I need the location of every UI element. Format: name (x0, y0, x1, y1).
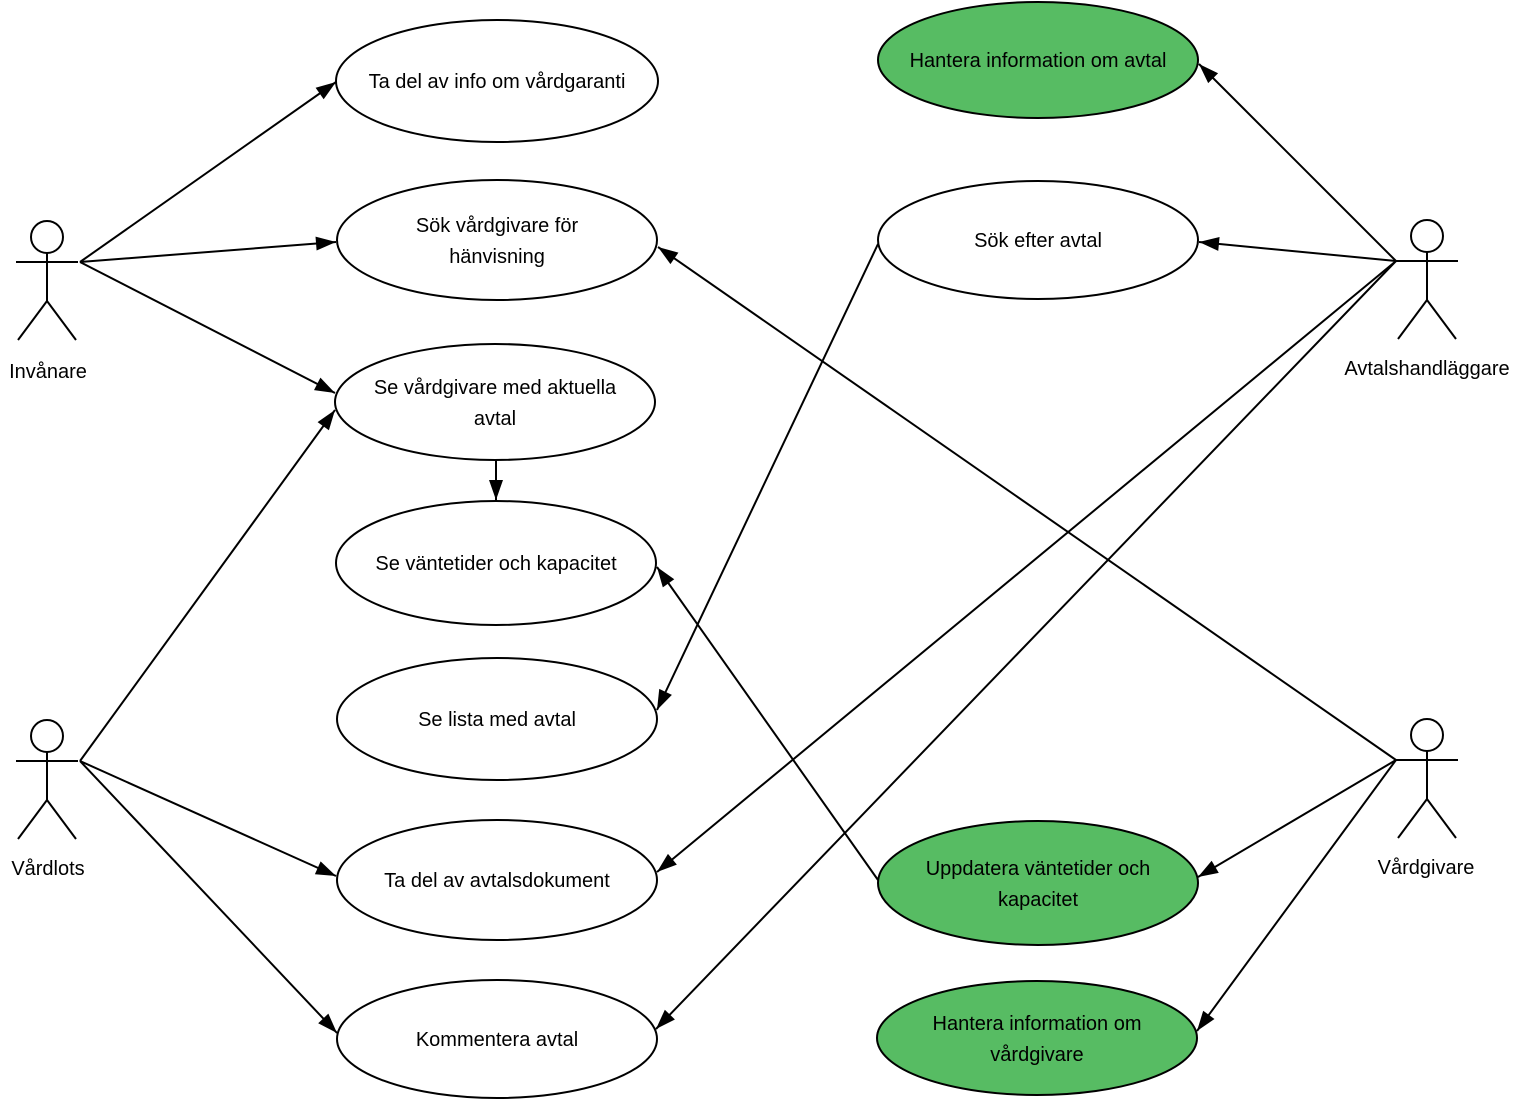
actor-avtalshandlaggare-head (1410, 219, 1444, 253)
uc-vardgaranti-ellipse (335, 19, 659, 143)
uc-sok-avtal: Sök efter avtal (877, 180, 1199, 300)
actor-vardlots-leg-right (46, 799, 77, 840)
actor-avtalshandlaggare-leg-left (1397, 299, 1428, 340)
uc-vantetider-label: Se väntetider och kapacitet (375, 553, 617, 575)
actor-vardgivare-leg-left (1397, 798, 1428, 839)
uc-hantera-vardgivare-label-line2: vårdgivare (990, 1044, 1083, 1066)
uc-se-vardgivare-avtal-label-line1: Se vårdgivare med aktuella (374, 377, 617, 399)
edge-vardlots-se-vardgivare (79, 409, 336, 762)
edge-uppdatera-vantetider (656, 566, 879, 881)
edge-invanare-sok-vardgivare (79, 236, 337, 263)
uc-lista-avtal: Se lista med avtal (336, 657, 658, 781)
actor-vardlots-label: Vårdlots (11, 858, 84, 880)
uc-se-vardgivare-avtal-ellipse (334, 343, 656, 461)
uc-hantera-vardgivare-label-line1: Hantera information om (933, 1013, 1142, 1035)
uc-uppdatera-vantetider-label-line1: Uppdatera väntetider och (926, 858, 1151, 880)
actor-vardgivare: Vårdgivare (1378, 718, 1475, 879)
uc-kommentera-avtal: Kommentera avtal (336, 979, 658, 1099)
uc-hantera-vardgivare-ellipse (876, 980, 1198, 1096)
edge-handlaggare-avtalsdokument (656, 260, 1397, 873)
uc-hantera-avtal: Hantera information om avtal (877, 1, 1199, 119)
edge-vardgivare-sok-vardgivare (657, 246, 1397, 761)
actor-invanare-leg-right (46, 300, 77, 341)
edge-invanare-se-vardgivare (79, 261, 336, 394)
actor-avtalshandlaggare: Avtalshandläggare (1344, 219, 1510, 380)
uc-sok-vardgivare-ellipse (336, 179, 658, 301)
uc-lista-avtal-label: Se lista med avtal (418, 709, 576, 731)
uc-hantera-vardgivare: Hantera information om vårdgivare (876, 980, 1198, 1096)
uc-sok-vardgivare-label-line2: hänvisning (449, 246, 545, 268)
uc-uppdatera-vantetider: Uppdatera väntetider och kapacitet (877, 820, 1199, 946)
edge-vardlots-avtalsdokument (79, 760, 337, 877)
actor-avtalshandlaggare-label: Avtalshandläggare (1344, 358, 1509, 380)
actor-vardlots: Vårdlots (11, 719, 85, 880)
uc-avtalsdokument: Ta del av avtalsdokument (336, 819, 658, 941)
uc-vantetider: Se väntetider och kapacitet (335, 500, 657, 626)
uc-uppdatera-vantetider-ellipse (877, 820, 1199, 946)
actor-avtalshandlaggare-leg-right (1426, 299, 1457, 340)
uc-vantetider-ellipse (335, 500, 657, 626)
actor-invanare: Invånare (9, 220, 87, 383)
actor-invanare-head (30, 220, 64, 254)
uc-kommentera-avtal-ellipse (336, 979, 658, 1099)
edge-vardgivare-hantera-vardgivare (1196, 759, 1397, 1032)
edge-vardgivare-uppdatera (1197, 759, 1397, 878)
uc-uppdatera-vantetider-label-line2: kapacitet (998, 889, 1078, 911)
uc-se-vardgivare-avtal-label-line2: avtal (474, 408, 516, 430)
actor-invanare-leg-left (17, 300, 48, 341)
uc-se-vardgivare-avtal: Se vårdgivare med aktuella avtal (334, 343, 656, 461)
actor-vardgivare-head (1410, 718, 1444, 752)
uc-sok-vardgivare-label-line1: Sök vårdgivare för (416, 215, 579, 237)
uc-lista-avtal-ellipse (336, 657, 658, 781)
uc-sok-avtal-label: Sök efter avtal (974, 230, 1102, 252)
edge-invanare-vardgaranti (79, 81, 337, 263)
uc-sok-vardgivare: Sök vårdgivare för hänvisning (336, 179, 658, 301)
uc-avtalsdokument-ellipse (336, 819, 658, 941)
uc-hantera-avtal-label: Hantera information om avtal (910, 50, 1167, 72)
edge-vardlots-kommentera (79, 760, 338, 1034)
edge-handlaggare-sok-avtal (1198, 236, 1397, 262)
actor-vardgivare-label: Vårdgivare (1378, 857, 1475, 879)
uc-avtalsdokument-label: Ta del av avtalsdokument (384, 870, 610, 892)
actor-invanare-label: Invånare (9, 361, 87, 383)
actor-vardlots-leg-left (17, 799, 48, 840)
uc-hantera-avtal-ellipse (877, 1, 1199, 119)
edge-sok-avtal-lista (656, 243, 879, 711)
actor-vardlots-head (30, 719, 64, 753)
diagram-edges (79, 63, 1397, 1034)
uc-vardgaranti: Ta del av info om vårdgaranti (335, 19, 659, 143)
uc-kommentera-avtal-label: Kommentera avtal (416, 1029, 578, 1051)
actor-vardgivare-leg-right (1426, 798, 1457, 839)
edge-handlaggare-hantera-avtal (1198, 63, 1397, 262)
edge-handlaggare-kommentera (655, 260, 1397, 1030)
uc-sok-avtal-ellipse (877, 180, 1199, 300)
uc-vardgaranti-label: Ta del av info om vårdgaranti (369, 71, 626, 93)
